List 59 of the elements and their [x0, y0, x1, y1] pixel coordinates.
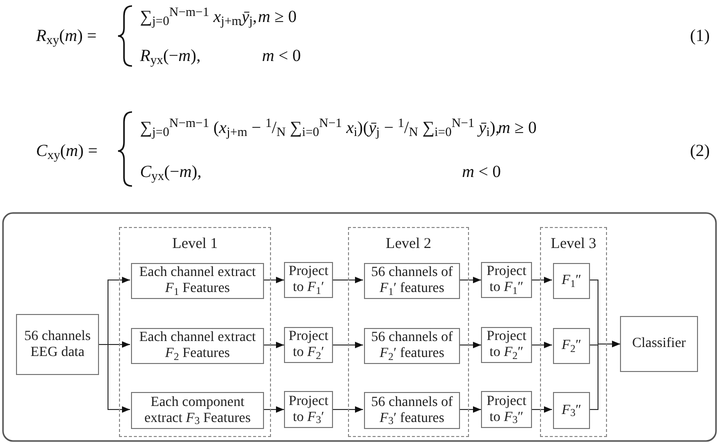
- dashed-group-frame: [119, 227, 271, 437]
- arrow: [532, 342, 552, 348]
- equation-text: C$_{xy}$(m) =: [36, 140, 98, 162]
- box-text: Project to F$_{2}$′: [288, 329, 330, 361]
- dashed-group-frame: [348, 227, 469, 437]
- box-text: Project to F$_{1}$″: [486, 264, 528, 296]
- box-text: Each channel extract F$_{1}$ Features: [138, 265, 257, 297]
- arrow: [458, 406, 482, 413]
- arrow: [332, 276, 364, 284]
- group-title: Level 3: [550, 235, 598, 253]
- arrow: [262, 406, 284, 413]
- arrow: [532, 276, 552, 284]
- box-text: Each component extract F$_{3}$ Features: [143, 394, 252, 426]
- arrow: [98, 344, 130, 413]
- equation-text: m < 0: [262, 45, 301, 67]
- equation-text: m ≥ 0: [258, 6, 297, 28]
- arrow: [262, 276, 284, 284]
- arrow: [588, 340, 620, 410]
- equation-text: ∑$_{j=0}$$^{N−m−1}$ x$_{j+m}$ȳ$_{j}$,: [140, 6, 257, 28]
- box-text: Project to F$_{3}$′: [288, 394, 330, 426]
- box-text: 56 channels of F$_{3}$′ features: [370, 394, 454, 426]
- process-box: [16, 314, 99, 375]
- dashed-group-frame: [540, 227, 607, 437]
- box-text: F$_{1}$″: [562, 273, 582, 289]
- box-text: Each channel extract F$_{2}$ Features: [138, 330, 257, 362]
- box-text: Project to F$_{3}$″: [486, 394, 528, 426]
- box-text: F$_{3}$″: [562, 402, 582, 418]
- process-box: [131, 392, 264, 429]
- box-text: Project to F$_{1}$′: [288, 264, 330, 296]
- group-title: Level 2: [384, 235, 432, 253]
- process-box: [364, 328, 460, 364]
- equation-text: (2): [690, 140, 710, 162]
- equation-text: (1): [690, 25, 710, 47]
- arrow: [332, 406, 364, 413]
- arrow: [532, 406, 552, 413]
- process-box: [620, 316, 698, 372]
- equation-text: R$_{yx}$(−m),: [140, 45, 201, 67]
- arrow: [262, 342, 284, 348]
- process-box: [131, 328, 264, 364]
- equation-text: C$_{yx}$(−m),: [140, 161, 202, 183]
- process-box: [131, 263, 264, 299]
- box-text: 56 channels of F$_{1}$′ features: [370, 265, 454, 297]
- box-text: Project to F$_{2}$″: [486, 329, 528, 361]
- box-text: F$_{2}$″: [562, 338, 582, 354]
- group-title: Level 1: [171, 235, 219, 253]
- arrow: [332, 342, 364, 348]
- equation-text: m ≥ 0: [498, 117, 537, 139]
- process-box: [553, 392, 590, 429]
- box-text: 56 channels EEG data: [23, 328, 92, 360]
- box-text: Classifier: [632, 336, 686, 352]
- process-box: [553, 328, 590, 364]
- equation-text: m < 0: [462, 161, 501, 183]
- process-box: [553, 263, 590, 299]
- arrow: [458, 276, 482, 284]
- process-box: [364, 392, 460, 429]
- arrow: [458, 342, 482, 348]
- process-box: [364, 263, 460, 299]
- equation-text: R$_{xy}$(m) =: [36, 25, 97, 47]
- box-text: 56 channels of F$_{2}$′ features: [370, 330, 454, 362]
